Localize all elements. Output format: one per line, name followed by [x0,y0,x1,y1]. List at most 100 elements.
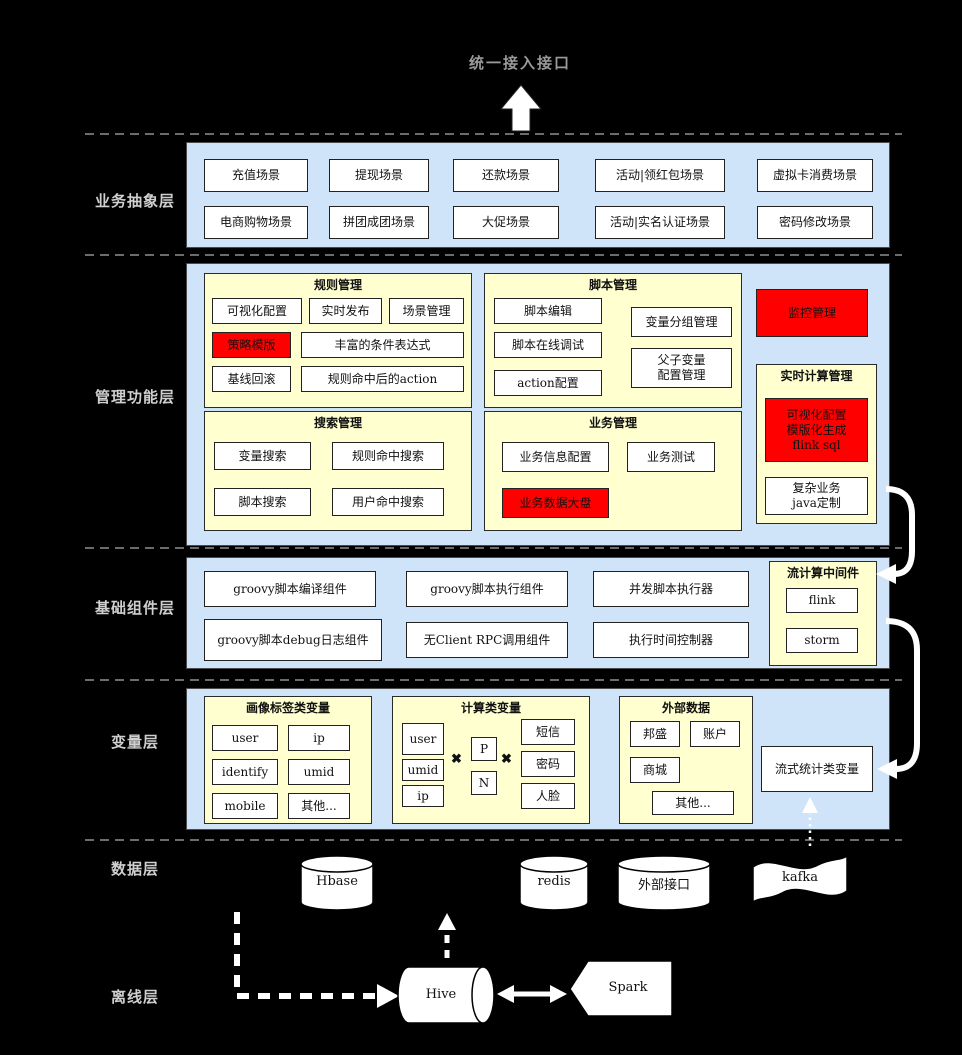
biz-dashboard-box: 业务数据大盘 [502,488,609,518]
calc-face-box: 人脸 [521,783,575,809]
action-config-box: action配置 [494,370,602,396]
groovy-compile-box: groovy脚本编译组件 [204,571,376,607]
flink-sql-box: 可视化配置 模版化生成 flink sql [765,398,868,462]
scenario-virtualcard: 虚拟卡消费场景 [757,159,873,192]
biz-info-config-box: 业务信息配置 [502,442,609,472]
scenario-redpacket: 活动|领红包场景 [595,159,725,192]
realtime-calc-panel: 实时计算管理 可视化配置 模版化生成 flink sql 复杂业务 java定制 [756,364,877,524]
hbase-to-hive-arrowhead [377,984,399,1008]
redis-label: redis [537,874,571,889]
user-hit-search-box: 用户命中搜索 [332,488,444,516]
var-user-box: user [212,725,278,751]
rule-management-panel: 规则管理 可视化配置 实时发布 场景管理 策略模版 丰富的条件表达式 基线回滚 … [204,273,472,408]
baseline-rollback-box: 基线回滚 [212,366,291,392]
calc-sms-box: 短信 [521,719,575,745]
calc-n-box: N [471,771,497,795]
search-management-title: 搜索管理 [313,416,362,430]
unified-access-title: 统一接入接口 [468,54,571,72]
rpc-component-box: 无Client RPC调用组件 [406,622,568,658]
strategy-template-box: 策略模版 [212,332,291,358]
scenario-groupbuy: 拼团成团场景 [329,206,429,239]
var-mobile-box: mobile [212,793,278,819]
flink-box: flink [786,588,858,613]
layer-label-offline: 离线层 [110,988,159,1006]
script-edit-box: 脚本编辑 [494,298,602,324]
ext-other-box: 其他... [652,791,734,815]
scenario-repay: 还款场景 [453,159,559,192]
biz-management-title: 业务管理 [588,416,637,430]
scene-mgmt-box: 场景管理 [389,298,464,324]
scenario-recharge: 充值场景 [204,159,308,192]
scenario-ecommerce: 电商购物场景 [204,206,308,239]
layer-label-business: 业务抽象层 [94,192,175,210]
management-layer-container: 规则管理 可视化配置 实时发布 场景管理 策略模版 丰富的条件表达式 基线回滚 … [186,263,890,546]
stream-to-var-arrow [885,618,920,772]
calc-var-title: 计算类变量 [460,701,521,715]
multiply-icon: ✖ [501,752,512,767]
time-controller-box: 执行时间控制器 [593,622,749,658]
var-ip-box: ip [288,725,350,751]
hive-up-arrowhead [438,913,456,930]
ext-mall-box: 商城 [630,757,680,783]
stream-var-box: 流式统计类变量 [761,746,873,792]
online-debug-box: 脚本在线调试 [494,332,602,358]
groovy-exec-box: groovy脚本执行组件 [406,571,568,607]
calc-umid-box: umid [402,759,444,781]
component-layer-container: groovy脚本编译组件 groovy脚本执行组件 并发脚本执行器 groovy… [186,557,890,669]
storm-box: storm [786,628,858,653]
var-search-box: 变量搜索 [214,442,311,470]
multiply-icon: ✖ [451,752,462,767]
script-management-panel: 脚本管理 脚本编辑 变量分组管理 脚本在线调试 父子变量 配置管理 action… [484,273,742,408]
layer-label-component: 基础组件层 [94,599,175,617]
kafka-label: kafka [781,870,819,885]
stream-middleware-panel: 流计算中间件 flink storm [769,561,877,666]
ext-account-box: 账户 [690,721,740,747]
business-layer-container: 充值场景 提现场景 还款场景 活动|领红包场景 虚拟卡消费场景 电商购物场景 拼… [186,142,890,248]
scenario-withdraw: 提现场景 [329,159,429,192]
portrait-tag-panel: 画像标签类变量 user ip identify umid mobile 其他.… [204,696,372,824]
scenario-realname: 活动|实名认证场景 [595,206,725,239]
biz-test-box: 业务测试 [627,442,715,472]
groovy-debug-log-box: groovy脚本debug日志组件 [204,619,382,661]
rule-hit-search-box: 规则命中搜索 [332,442,444,470]
hive-spark-arrowhead-right [550,985,567,1003]
parent-child-var-box: 父子变量 配置管理 [631,348,732,388]
ext-bangsheng-box: 邦盛 [630,721,680,747]
var-umid-box: umid [288,759,350,785]
layer-label-management: 管理功能层 [94,388,175,406]
calc-var-panel: 计算类变量 user umid ip ✖ P N ✖ 短信 密码 人脸 [392,696,590,824]
realtime-calc-title: 实时计算管理 [780,369,853,383]
java-custom-box: 复杂业务 java定制 [765,477,868,515]
var-group-box: 变量分组管理 [631,307,732,337]
scenario-promotion: 大促场景 [453,206,559,239]
scenario-password: 密码修改场景 [757,206,873,239]
calc-p-box: P [471,737,497,761]
var-other-box: 其他... [288,793,350,819]
hive-spark-arrowhead-left [497,985,514,1003]
calc-user-box: user [402,723,444,755]
script-search-box: 脚本搜索 [214,488,311,516]
var-identify-box: identify [212,759,278,785]
calc-password-box: 密码 [521,751,575,777]
calc-ip-box: ip [402,785,444,807]
portrait-tag-title: 画像标签类变量 [245,701,330,715]
stream-middleware-title: 流计算中间件 [786,566,859,580]
external-data-panel: 外部数据 邦盛 账户 商城 其他... [619,696,753,824]
script-management-title: 脚本管理 [588,278,637,292]
hbase-label: Hbase [316,874,358,889]
hive-label: Hive [425,987,457,1002]
rule-hit-action-box: 规则命中后的action [301,366,464,392]
layer-label-variable: 变量层 [110,733,159,751]
external-interface-label: 外部接口 [637,878,690,893]
search-management-panel: 搜索管理 变量搜索 规则命中搜索 脚本搜索 用户命中搜索 [204,411,472,531]
visual-config-box: 可视化配置 [212,298,302,324]
hbase-to-hive-arrow [234,912,378,999]
variable-layer-container: 画像标签类变量 user ip identify umid mobile 其他.… [186,688,890,830]
realtime-publish-box: 实时发布 [309,298,382,324]
rich-expression-box: 丰富的条件表达式 [301,332,464,358]
biz-management-panel: 业务管理 业务信息配置 业务测试 业务数据大盘 [484,411,742,531]
external-data-title: 外部数据 [661,701,710,715]
rule-management-title: 规则管理 [313,278,362,292]
up-arrow [499,84,543,132]
